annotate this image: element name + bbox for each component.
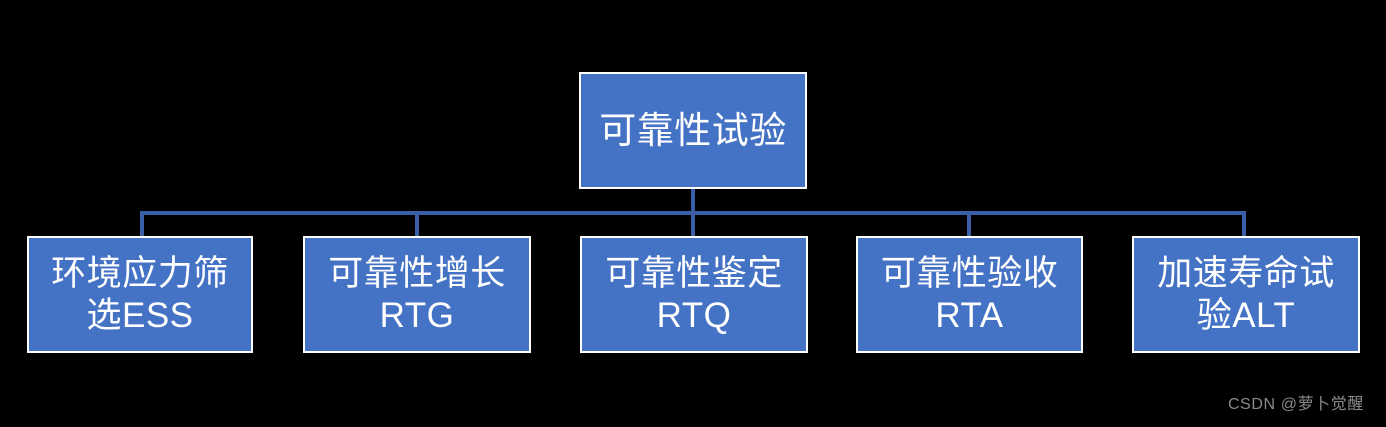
node-reliability-growth-test: 可靠性增长 RTG — [303, 236, 531, 353]
connector-branch-0 — [140, 211, 144, 238]
node-accelerated-life-test: 加速寿命试 验ALT — [1132, 236, 1360, 353]
node-environmental-stress-screening: 环境应力筛 选ESS — [27, 236, 253, 353]
connector-branch-4 — [1242, 211, 1246, 238]
node-reliability-acceptance-test: 可靠性验收 RTA — [856, 236, 1083, 353]
connector-branch-1 — [415, 211, 419, 238]
node-reliability-qualification-test: 可靠性鉴定 RTQ — [580, 236, 808, 353]
connector-branch-3 — [967, 211, 971, 238]
connector-branch-2 — [691, 211, 695, 238]
node-reliability-test: 可靠性试验 — [579, 72, 807, 189]
connector-root-stem — [691, 189, 695, 214]
watermark-label: CSDN @萝卜觉醒 — [1227, 396, 1364, 413]
